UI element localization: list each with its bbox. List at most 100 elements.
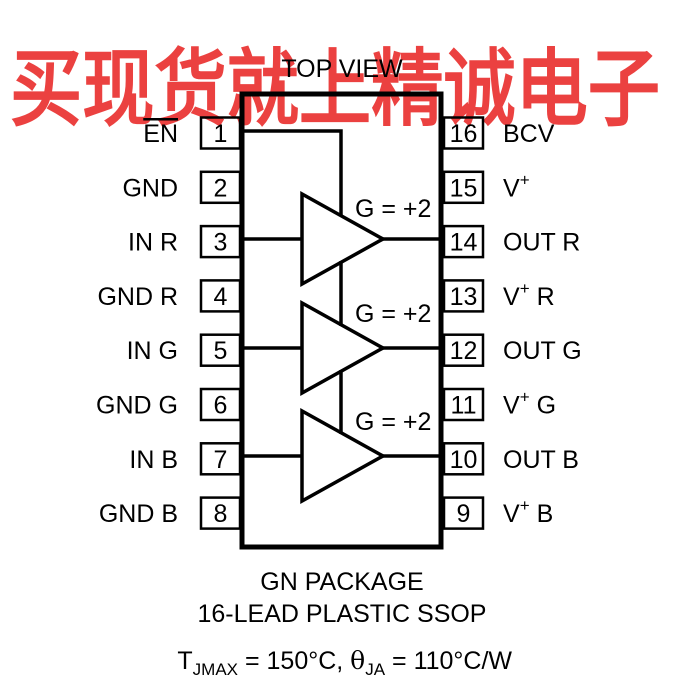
- pin-number: 2: [214, 174, 228, 202]
- pin-box: [442, 170, 485, 205]
- pin-name-superscript: +: [520, 388, 530, 407]
- ic-package-body: [239, 91, 444, 550]
- theta-value: = 110°C/W: [385, 647, 512, 675]
- pin-name: V+ G: [503, 388, 556, 420]
- pin-name-superscript: +: [520, 496, 530, 515]
- pin-number: 10: [450, 446, 478, 474]
- pin-name-base: BCV: [503, 120, 555, 148]
- theta-subscript: JA: [365, 660, 386, 679]
- pin-box: [442, 224, 485, 259]
- left-pin-1: 1 EN: [143, 116, 242, 150]
- pin-name-superscript: +: [520, 279, 530, 298]
- pin-name: GND R: [97, 283, 178, 311]
- watermark-text: 买现货就上精诚电子: [10, 40, 660, 138]
- pin-number: 12: [450, 337, 478, 365]
- left-pin-4: 4 GND R: [97, 279, 242, 313]
- right-pin-12: 12 OUT G: [442, 333, 582, 367]
- pin-number: 4: [214, 283, 228, 311]
- left-pin-6: 6 GND G: [96, 387, 242, 422]
- pin-name-base: V: [503, 500, 520, 528]
- enable-line: [242, 129, 343, 217]
- pin-number: 3: [214, 229, 228, 257]
- pin-name: IN G: [127, 337, 178, 365]
- pin-name: OUT G: [503, 337, 582, 365]
- right-pin-10: 10 OUT B: [442, 442, 579, 476]
- gain-label-r: G = +2: [355, 195, 431, 223]
- pin-number: 1: [214, 120, 228, 148]
- pin-name: IN B: [129, 446, 178, 474]
- pin-name: EN: [143, 120, 178, 148]
- pin-name: V+ B: [503, 496, 553, 528]
- left-pin-2: 2 GND: [122, 170, 242, 205]
- pin-box: [442, 442, 485, 476]
- pin-box: [199, 333, 242, 367]
- package-description: 16-LEAD PLASTIC SSOP: [197, 600, 486, 628]
- pin-name-suffix: G: [530, 392, 556, 420]
- pin-name: IN R: [128, 229, 178, 257]
- right-pin-13: 13 V+ R: [442, 279, 555, 313]
- right-pin-15: 15 V+: [442, 170, 530, 205]
- pin-name-base: OUT R: [503, 229, 580, 257]
- pin-name: V+: [503, 170, 530, 202]
- pin-box: [199, 116, 242, 150]
- pin-name: GND B: [99, 500, 178, 528]
- pin-name: BCV: [503, 120, 555, 148]
- pin-number: 6: [214, 392, 228, 420]
- thermal-spec: TJMAX = 150°C, θJA = 110°C/W: [143, 646, 533, 679]
- pin-number: 5: [214, 337, 228, 365]
- pin-number: 11: [451, 392, 477, 420]
- pin-name: GND: [122, 174, 178, 202]
- tjmax-subscript: JMAX: [193, 660, 238, 679]
- pin-name: OUT R: [503, 229, 580, 257]
- pin-number: 13: [450, 283, 478, 311]
- pin-box: [442, 496, 485, 530]
- left-pin-column: 1 EN 2 GND 3 IN R 4 GND R 5 IN G 6 GND G 7 IN B 8 GND B: [96, 116, 242, 530]
- left-pin-8: 8 GND B: [99, 496, 242, 530]
- pin-name: V+ R: [503, 279, 555, 311]
- pin-number: 14: [450, 229, 478, 257]
- pin-name: GND G: [96, 392, 178, 420]
- pin-name-suffix: R: [530, 283, 555, 311]
- right-pin-14: 14 OUT R: [442, 224, 580, 259]
- pin-box: [199, 170, 242, 205]
- pin-name: OUT B: [503, 446, 579, 474]
- gain-label-g: G = +2: [355, 300, 431, 328]
- pin-name-base: OUT B: [503, 446, 579, 474]
- pin-box: [199, 224, 242, 259]
- left-pin-3: 3 IN R: [128, 224, 242, 259]
- pin-box: [442, 333, 485, 367]
- pin-number: 8: [214, 500, 228, 528]
- theta-symbol: θ: [350, 646, 365, 675]
- pin-name-base: V: [503, 283, 520, 311]
- right-pin-16: 16 BCV: [442, 116, 555, 150]
- right-pin-9: 9 V+ B: [442, 496, 553, 530]
- pin-box: [199, 387, 242, 422]
- pin-name-suffix: B: [530, 500, 554, 528]
- tjmax-symbol: T: [177, 647, 192, 675]
- internal-wiring: [242, 129, 441, 458]
- pin-number: 9: [457, 500, 471, 528]
- tjmax-value: = 150°C,: [238, 647, 350, 675]
- pin-box: [442, 116, 485, 150]
- pin-name-superscript: +: [520, 170, 530, 189]
- package-name: GN PACKAGE: [260, 568, 423, 596]
- pin-name-base: V: [503, 392, 520, 420]
- left-pin-5: 5 IN G: [127, 333, 242, 367]
- left-pin-7: 7 IN B: [129, 442, 242, 476]
- pin-box: [442, 279, 485, 313]
- pin-number: 7: [214, 446, 228, 474]
- pin-box: [199, 442, 242, 476]
- pin-name-base: OUT G: [503, 337, 582, 365]
- pin-name-base: V: [503, 174, 520, 202]
- right-pin-11: 11 V+ G: [442, 387, 556, 422]
- pin-number: 16: [450, 120, 478, 148]
- pin-box: [199, 496, 242, 530]
- pin-number: 15: [450, 174, 478, 202]
- pin-box: [199, 279, 242, 313]
- top-view-title: TOP VIEW: [281, 55, 403, 83]
- gain-label-b: G = +2: [355, 408, 431, 436]
- pin-box: [442, 387, 485, 422]
